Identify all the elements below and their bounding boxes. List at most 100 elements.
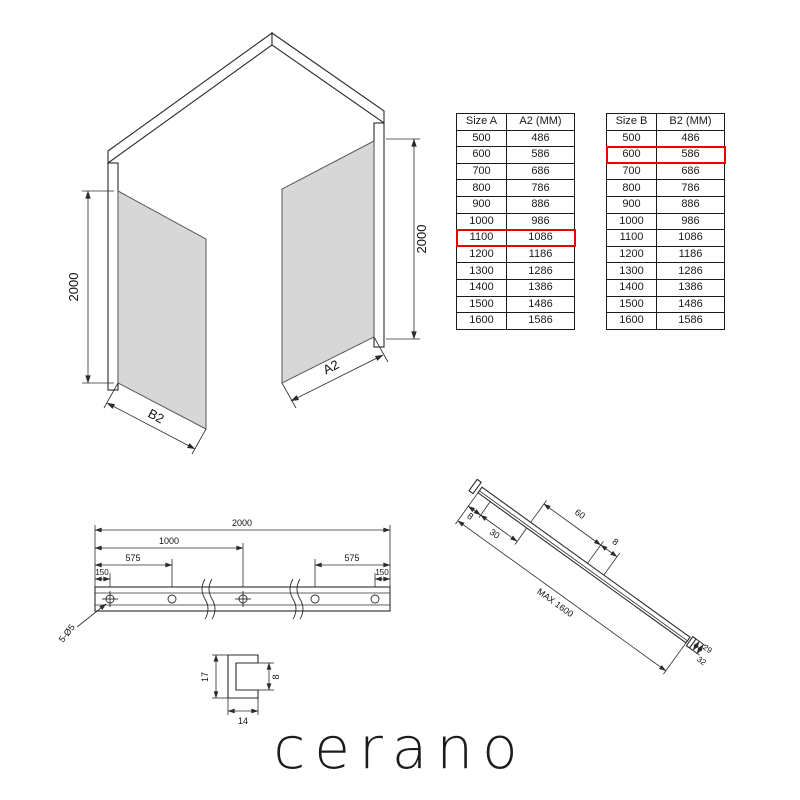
support-bar-drawing: 8 30 60 8 MAX 1600 29 32 bbox=[455, 478, 713, 675]
table-cell: 1486 bbox=[506, 295, 575, 314]
table-cell: 1486 bbox=[656, 295, 725, 314]
table-cell: 686 bbox=[506, 162, 575, 181]
table-cell: 600 bbox=[456, 146, 507, 164]
dim-bar-8-start: 8 bbox=[465, 511, 475, 522]
table-cell: 1500 bbox=[456, 295, 507, 314]
table-cell: 586 bbox=[656, 146, 725, 164]
rail-holes bbox=[102, 591, 380, 607]
table-cell: 1200 bbox=[606, 245, 657, 264]
dim-height-left: 2000 bbox=[66, 273, 81, 302]
table-cell: 800 bbox=[456, 179, 507, 197]
table-cell: 1100 bbox=[606, 229, 657, 247]
table-cell: 486 bbox=[506, 129, 575, 148]
table-cell: 486 bbox=[656, 129, 725, 148]
dim-rail-575-right: 575 bbox=[344, 553, 359, 563]
table-cell: 786 bbox=[656, 179, 725, 197]
glass-panel-left bbox=[117, 190, 207, 430]
table-cell: 986 bbox=[506, 212, 575, 231]
top-frame bbox=[107, 31, 385, 165]
column-header: B2 (MM) bbox=[656, 113, 725, 131]
table-cell: 1286 bbox=[506, 262, 575, 280]
table-cell: 586 bbox=[506, 146, 575, 164]
table-cell: 1586 bbox=[656, 312, 725, 330]
table-cell: 1386 bbox=[506, 278, 575, 297]
table-cell: 1386 bbox=[656, 278, 725, 297]
dim-section-height: 17 bbox=[200, 672, 210, 682]
dim-bar-30: 30 bbox=[488, 527, 502, 541]
table-cell: 900 bbox=[606, 195, 657, 214]
dim-section-width: 14 bbox=[238, 716, 248, 726]
enclosure-drawing: 2000 2000 B2 A2 bbox=[66, 31, 429, 455]
rail-body bbox=[94, 586, 391, 612]
table-cell: 886 bbox=[506, 195, 575, 214]
glass-panel-right bbox=[281, 140, 375, 384]
wall-rail-drawing: 2000 1000 575 575 150 150 5-Ø5 17 8 14 bbox=[57, 518, 391, 726]
table-cell: 1286 bbox=[656, 262, 725, 280]
dim-bar-8-end: 8 bbox=[610, 536, 620, 547]
dim-rail-575-left: 575 bbox=[125, 553, 140, 563]
table-cell: 1300 bbox=[606, 262, 657, 280]
dim-rail-150-left: 150 bbox=[95, 568, 109, 577]
table-cell: 500 bbox=[606, 129, 657, 148]
dim-rail-total: 2000 bbox=[232, 518, 252, 528]
table-cell: 900 bbox=[456, 195, 507, 214]
table-cell: 986 bbox=[656, 212, 725, 231]
brand-logo: cerano bbox=[273, 714, 527, 782]
table-cell: 1086 bbox=[506, 229, 575, 247]
rail-cross-section bbox=[227, 654, 259, 699]
table-cell: 1400 bbox=[606, 278, 657, 297]
rail-dimension-lines bbox=[76, 525, 391, 628]
dim-height-right: 2000 bbox=[414, 225, 429, 254]
dim-bar-end-a: 29 bbox=[701, 643, 713, 656]
table-cell: 886 bbox=[656, 195, 725, 214]
dim-width-b2: B2 bbox=[146, 406, 167, 427]
table-cell: 1300 bbox=[456, 262, 507, 280]
table-cell: 1000 bbox=[456, 212, 507, 231]
table-cell: 500 bbox=[456, 129, 507, 148]
dimension-lines bbox=[82, 138, 420, 455]
table-cell: 700 bbox=[606, 162, 657, 181]
support-bar-dimension-lines bbox=[455, 492, 707, 675]
table-cell: 686 bbox=[656, 162, 725, 181]
table-cell: 1600 bbox=[606, 312, 657, 330]
table-cell: 800 bbox=[606, 179, 657, 197]
table-cell: 786 bbox=[506, 179, 575, 197]
dim-width-a2: A2 bbox=[320, 357, 341, 378]
support-bar-body bbox=[468, 478, 697, 649]
section-dimension-lines bbox=[212, 654, 274, 715]
dim-rail-center: 1000 bbox=[159, 536, 179, 546]
table-cell: 1086 bbox=[656, 229, 725, 247]
table-cell: 1400 bbox=[456, 278, 507, 297]
table-cell: 1600 bbox=[456, 312, 507, 330]
break-lines bbox=[201, 578, 304, 620]
table-cell: 1186 bbox=[506, 245, 575, 264]
table-cell: 1200 bbox=[456, 245, 507, 264]
table-cell: 700 bbox=[456, 162, 507, 181]
dim-bar-end-b: 32 bbox=[695, 655, 708, 668]
table-cell: 1586 bbox=[506, 312, 575, 330]
hole-callout: 5-Ø5 bbox=[57, 622, 77, 644]
